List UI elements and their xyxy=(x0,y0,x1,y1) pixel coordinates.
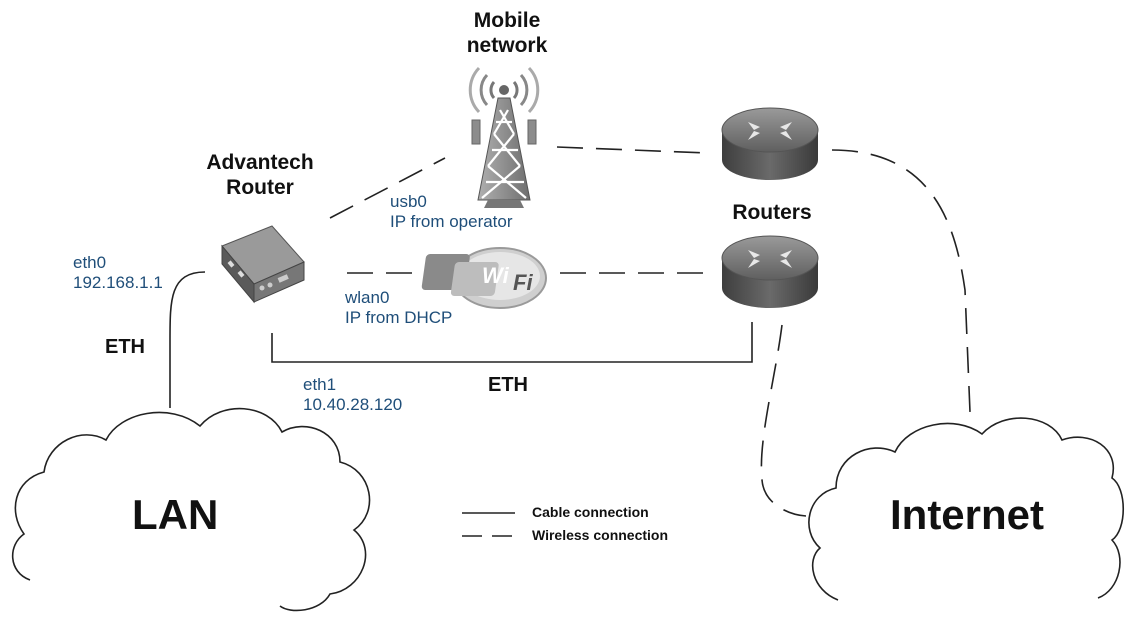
eth1-label: eth1 10.40.28.120 xyxy=(303,375,403,415)
cell-tower-icon xyxy=(468,66,540,208)
eth0-label: eth0 192.168.1.1 xyxy=(73,253,163,293)
usb0-label: usb0 IP from operator xyxy=(390,192,513,232)
eth-left-label: ETH xyxy=(105,336,145,358)
routers-title: Routers xyxy=(732,201,812,224)
eth-bottom-label: ETH xyxy=(488,374,528,396)
router-device-icon xyxy=(221,225,305,304)
tower-router-wireless-line xyxy=(556,146,708,154)
usb0-wireless-line xyxy=(329,157,446,219)
eth1-cable-line xyxy=(271,322,753,363)
internet-label: Internet xyxy=(890,491,1045,538)
router-disc-icon-bottom xyxy=(721,235,819,308)
advantech-router-title: Advantech Router xyxy=(206,151,314,200)
lan-label: LAN xyxy=(132,491,219,538)
lan-cable-line xyxy=(169,271,206,408)
router-internet-wireless-line-1 xyxy=(831,149,971,413)
lan-cloud-icon xyxy=(11,407,371,612)
wifi-icon: Wi Fi xyxy=(421,247,547,309)
legend-cable-label: Cable connection xyxy=(532,504,649,520)
wifi-logo-text-wi: Wi xyxy=(482,263,510,288)
router-disc-icon-top xyxy=(721,107,819,180)
mobile-network-title: Mobile network xyxy=(466,9,548,58)
internet-cloud-icon xyxy=(808,417,1124,601)
legend-wireless-label: Wireless connection xyxy=(532,527,669,543)
wlan0-label: wlan0 IP from DHCP xyxy=(345,288,453,328)
router-internet-wireless-line-2 xyxy=(760,324,807,517)
wifi-logo-text-fi: Fi xyxy=(513,270,533,295)
